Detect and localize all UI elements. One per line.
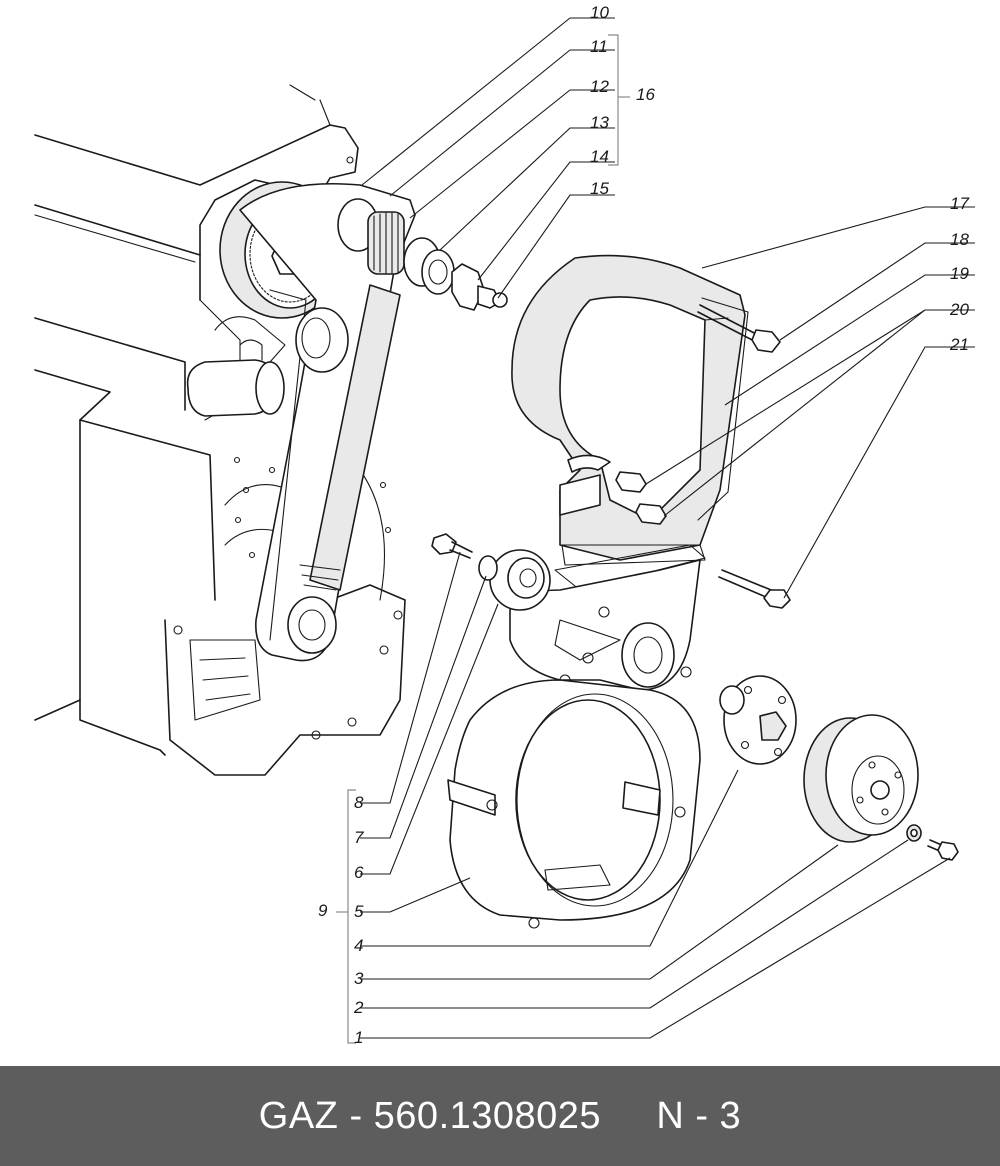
- callout-1: 1: [354, 1028, 363, 1047]
- callout-12: 12: [590, 77, 609, 96]
- callout-7: 7: [354, 828, 364, 847]
- callout-8: 8: [354, 793, 364, 812]
- engine-block: [34, 84, 406, 776]
- crank-pulley-group: [719, 675, 959, 861]
- callout-4: 4: [354, 936, 363, 955]
- callout-18: 18: [950, 230, 969, 249]
- callout-21: 21: [949, 335, 969, 354]
- lower-housing: [431, 533, 791, 929]
- part-number-label: GAZ - 560.1308025 N - 3: [258, 1094, 742, 1137]
- callout-labels: 10 11 12 13 14 15 16 17 18 19 20 21 8 7 …: [318, 3, 969, 1047]
- callout-19: 19: [950, 264, 969, 283]
- callout-11: 11: [590, 37, 608, 56]
- callout-17: 17: [950, 194, 969, 213]
- callout-2: 2: [353, 998, 364, 1017]
- callout-5: 5: [354, 902, 364, 921]
- callout-13: 13: [590, 113, 609, 132]
- callout-20: 20: [949, 300, 969, 319]
- callout-15: 15: [590, 179, 609, 198]
- callout-9: 9: [318, 901, 328, 920]
- callout-6: 6: [354, 863, 364, 882]
- callout-10: 10: [590, 3, 609, 22]
- callout-14: 14: [590, 147, 609, 166]
- leader-lines: [360, 17, 975, 1039]
- callout-3: 3: [354, 969, 364, 988]
- exploded-parts-diagram: 10 11 12 13 14 15 16 17 18 19 20 21 8 7 …: [34, 3, 975, 1047]
- upper-timing-cover: [511, 254, 781, 566]
- timing-belt-assembly: [219, 181, 508, 662]
- callout-16: 16: [636, 85, 655, 104]
- footer-bar: GAZ - 560.1308025 N - 3: [0, 1066, 1000, 1166]
- group-brackets: [336, 34, 630, 1044]
